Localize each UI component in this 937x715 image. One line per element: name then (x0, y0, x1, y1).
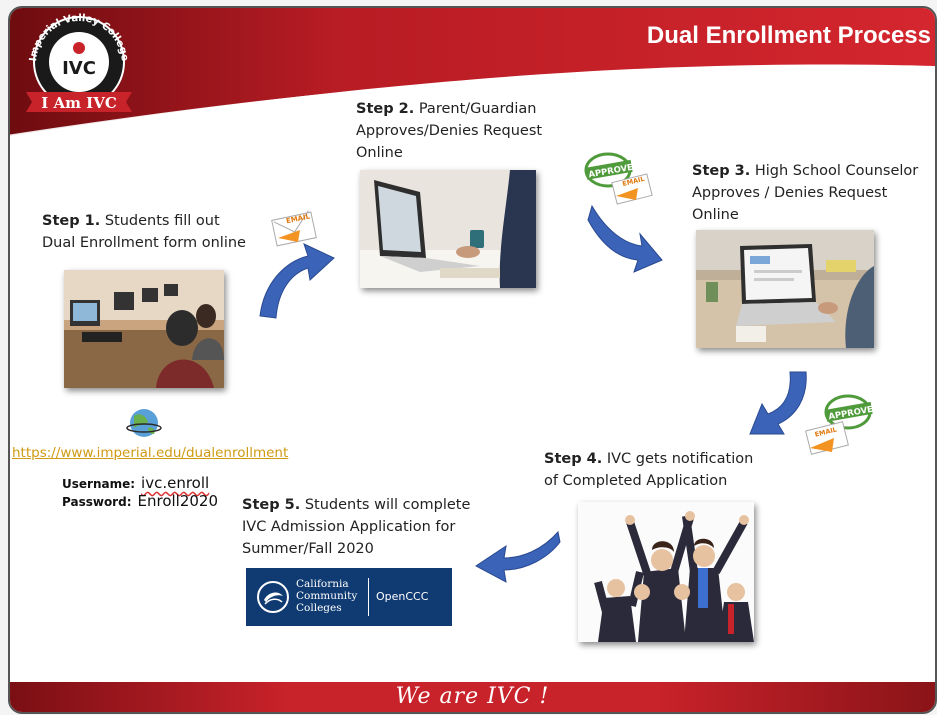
slide: Dual Enrollment Process Imperial Valley … (8, 6, 937, 714)
email-icon-1: EMAIL (271, 210, 317, 247)
username-value: ivc.enroll (141, 474, 210, 492)
ccc-line-3: Colleges (296, 602, 342, 614)
logo-monogram: IVC (62, 58, 96, 79)
step-4-text: Step 4. IVC gets notification of Complet… (544, 451, 754, 489)
ccc-seal-icon (257, 581, 289, 613)
globe-icon (126, 409, 162, 437)
header-banner (10, 8, 935, 138)
page-title: Dual Enrollment Process (646, 22, 931, 49)
username-label: Username: (62, 477, 136, 491)
arrow-step4-to-step5 (475, 530, 561, 583)
ccc-line-1: California (296, 578, 349, 590)
arrow-step3-to-step4 (749, 371, 807, 435)
arrow-step2-to-step3 (587, 204, 663, 273)
step-2-text: Step 2. Parent/Guardian Approves/Denies … (356, 101, 543, 161)
photo-celebrating-group (578, 502, 754, 642)
photo-parent-laptop (360, 170, 536, 288)
dual-enrollment-link[interactable]: https://www.imperial.edu/dualenrollment (12, 445, 289, 461)
ccc-divider (368, 578, 369, 616)
step-5-text: Step 5. Students will complete IVC Admis… (242, 497, 471, 557)
ivc-logo: Imperial Valley College IVC I Am IVC (26, 13, 132, 112)
openccc-logo: California Community Colleges OpenCCC (246, 568, 452, 626)
password-value: Enroll2020 (137, 492, 219, 510)
password-row: Password: Enroll2020 (62, 492, 218, 510)
ccc-brand: OpenCCC (376, 590, 429, 603)
footer-banner: We are IVC ! (10, 682, 935, 712)
username-row: Username: ivc.enroll (62, 474, 209, 492)
password-label: Password: (62, 495, 132, 509)
approved-stamp-icon-2: APPROVED EMAIL (805, 394, 881, 455)
step-3-text: Step 3. High School Counselor Approves /… (692, 163, 919, 223)
footer-slogan: We are IVC ! (395, 684, 550, 709)
logo-banner-text: I Am IVC (41, 94, 117, 112)
arrow-step1-to-step2 (259, 243, 335, 319)
photo-counselor-laptop (696, 230, 874, 348)
approved-stamp-icon-1: APPROVED EMAIL (584, 152, 653, 205)
ccc-line-2: Community (296, 590, 358, 602)
photo-students-computers (64, 270, 224, 388)
step-1-text: Step 1. Students fill out Dual Enrollmen… (42, 213, 246, 251)
